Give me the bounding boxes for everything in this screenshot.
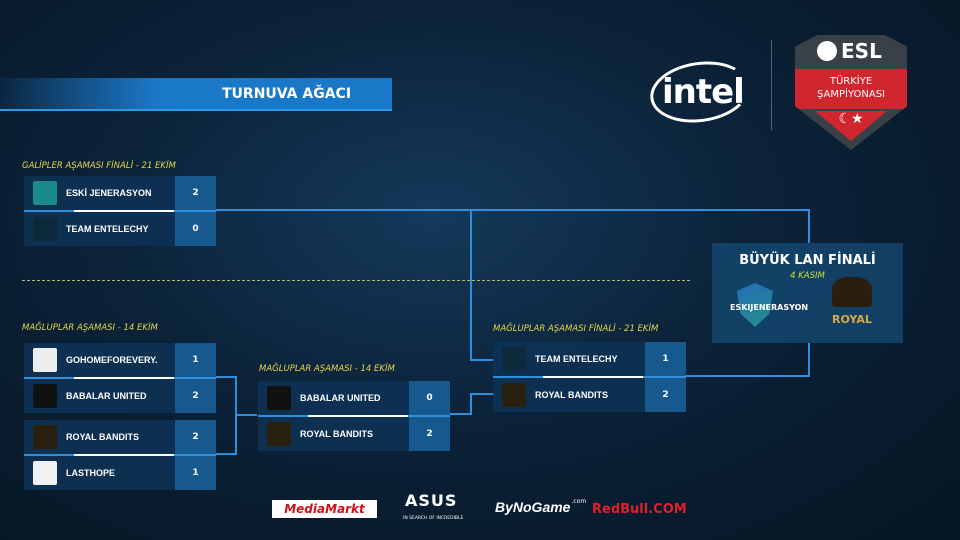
team-logo-icon: [33, 181, 57, 205]
bracket-line: [470, 393, 472, 415]
turkish-flag-icon: ☾★: [815, 111, 887, 141]
bracket-line: [216, 453, 237, 455]
team-row[interactable]: ROYAL BANDITS 2: [258, 417, 450, 451]
team-row[interactable]: BABALAR UNITED 2: [24, 379, 216, 413]
team-logo-icon: [33, 217, 57, 241]
intel-logo: intel: [662, 72, 745, 112]
team-score: 1: [175, 343, 216, 377]
stage-label: MAĞLUPLAR AŞAMASI - 14 EKİM: [259, 364, 395, 374]
team-logo-icon: [33, 425, 57, 449]
esl-badge: ESL TÜRKİYE ŞAMPİYONASI ☾★: [795, 35, 907, 150]
team-score: 1: [645, 342, 686, 376]
grand-final-date: 4 KASIM: [790, 271, 825, 281]
team-row[interactable]: LASTHOPE 1: [24, 456, 216, 490]
bracket-line: [808, 343, 810, 377]
team-logo-icon: [267, 422, 291, 446]
grand-final-box: BÜYÜK LAN FİNALİ 4 KASIM ESKIJENERASYON …: [712, 243, 903, 343]
esl-icon: [817, 41, 837, 61]
team-score: 2: [409, 417, 450, 451]
bracket-line: [235, 414, 257, 416]
match-divider: [24, 454, 216, 456]
team-row[interactable]: ESKİ JENERASYON 2: [24, 176, 216, 210]
team-name: BABALAR UNITED: [300, 393, 381, 403]
team-logo-icon: [33, 348, 57, 372]
grand-final-team2: ROYAL: [832, 313, 872, 326]
team-name: ROYAL BANDITS: [66, 432, 140, 442]
team-row[interactable]: TEAM ENTELECHY 0: [24, 212, 216, 246]
royal-bandits-logo: [832, 277, 872, 307]
team-score: 0: [175, 212, 216, 246]
stage-label: MAĞLUPLAR AŞAMASI FİNALİ - 21 EKİM: [493, 324, 659, 334]
asus-logo: ASUS: [405, 491, 458, 510]
team-logo-icon: [33, 384, 57, 408]
match-divider: [258, 415, 450, 417]
team-row[interactable]: TEAM ENTELECHY 1: [493, 342, 686, 376]
team-row[interactable]: GOHOMEFOREVERY. 1: [24, 343, 216, 377]
team-row[interactable]: ROYAL BANDITS 2: [493, 378, 686, 412]
esl-text: ESL: [841, 39, 882, 63]
team-name: ESKİ JENERASYON: [66, 188, 152, 198]
esl-subtitle-1: TÜRKİYE: [829, 76, 873, 87]
team-name: BABALAR UNITED: [66, 391, 147, 401]
stage-label: MAĞLUPLAR AŞAMASI - 14 EKİM: [22, 323, 158, 333]
team-score: 2: [175, 176, 216, 210]
bynogame-suffix: .com: [571, 498, 587, 505]
redbull-logo: RedBull.COM: [592, 502, 687, 517]
grand-final-title: BÜYÜK LAN FİNALİ: [739, 253, 876, 268]
bracket-line: [448, 413, 471, 415]
bynogame-logo-group: ByNoGame .com: [495, 498, 586, 516]
stage-label: GALİPLER AŞAMASI FİNALİ - 21 EKİM: [22, 161, 176, 171]
bracket-line: [216, 376, 237, 378]
team-name: LASTHOPE: [66, 468, 116, 478]
team-name: TEAM ENTELECHY: [66, 224, 149, 234]
match-divider: [24, 210, 216, 212]
team-logo-icon: [502, 383, 526, 407]
mediamarkt-logo: MediaMarkt: [272, 500, 377, 518]
divider: [771, 40, 772, 130]
bracket-line: [808, 209, 810, 243]
team-row[interactable]: BABALAR UNITED 0: [258, 381, 450, 415]
page-title-bar: TURNUVA AĞACI: [0, 78, 392, 111]
match-divider: [24, 377, 216, 379]
team-score: 2: [175, 420, 216, 454]
esl-subtitle-2: ŞAMPİYONASI: [816, 89, 886, 100]
bracket-line: [686, 375, 810, 377]
team-name: ROYAL BANDITS: [535, 390, 609, 400]
team-score: 1: [175, 456, 216, 490]
team-logo-icon: [33, 461, 57, 485]
team-name: ROYAL BANDITS: [300, 429, 374, 439]
bynogame-logo: ByNoGame: [495, 499, 571, 515]
team-score: 2: [175, 379, 216, 413]
team-name: TEAM ENTELECHY: [535, 354, 618, 364]
bracket-line: [216, 209, 810, 211]
team-score: 0: [409, 381, 450, 415]
asus-tagline: IN SEARCH OF INCREDIBLE: [403, 516, 464, 521]
bracket-divider: [22, 280, 690, 281]
team-logo-icon: [502, 347, 526, 371]
team-row[interactable]: ROYAL BANDITS 2: [24, 420, 216, 454]
grand-final-team1: ESKIJENERASYON: [730, 303, 809, 312]
bracket-line: [470, 359, 493, 361]
bracket-line: [470, 393, 493, 395]
bracket-line: [470, 209, 472, 360]
team-logo-icon: [267, 386, 291, 410]
match-divider: [493, 376, 686, 378]
team-score: 2: [645, 378, 686, 412]
page-title: TURNUVA AĞACI: [222, 86, 352, 102]
team-name: GOHOMEFOREVERY.: [66, 355, 158, 365]
